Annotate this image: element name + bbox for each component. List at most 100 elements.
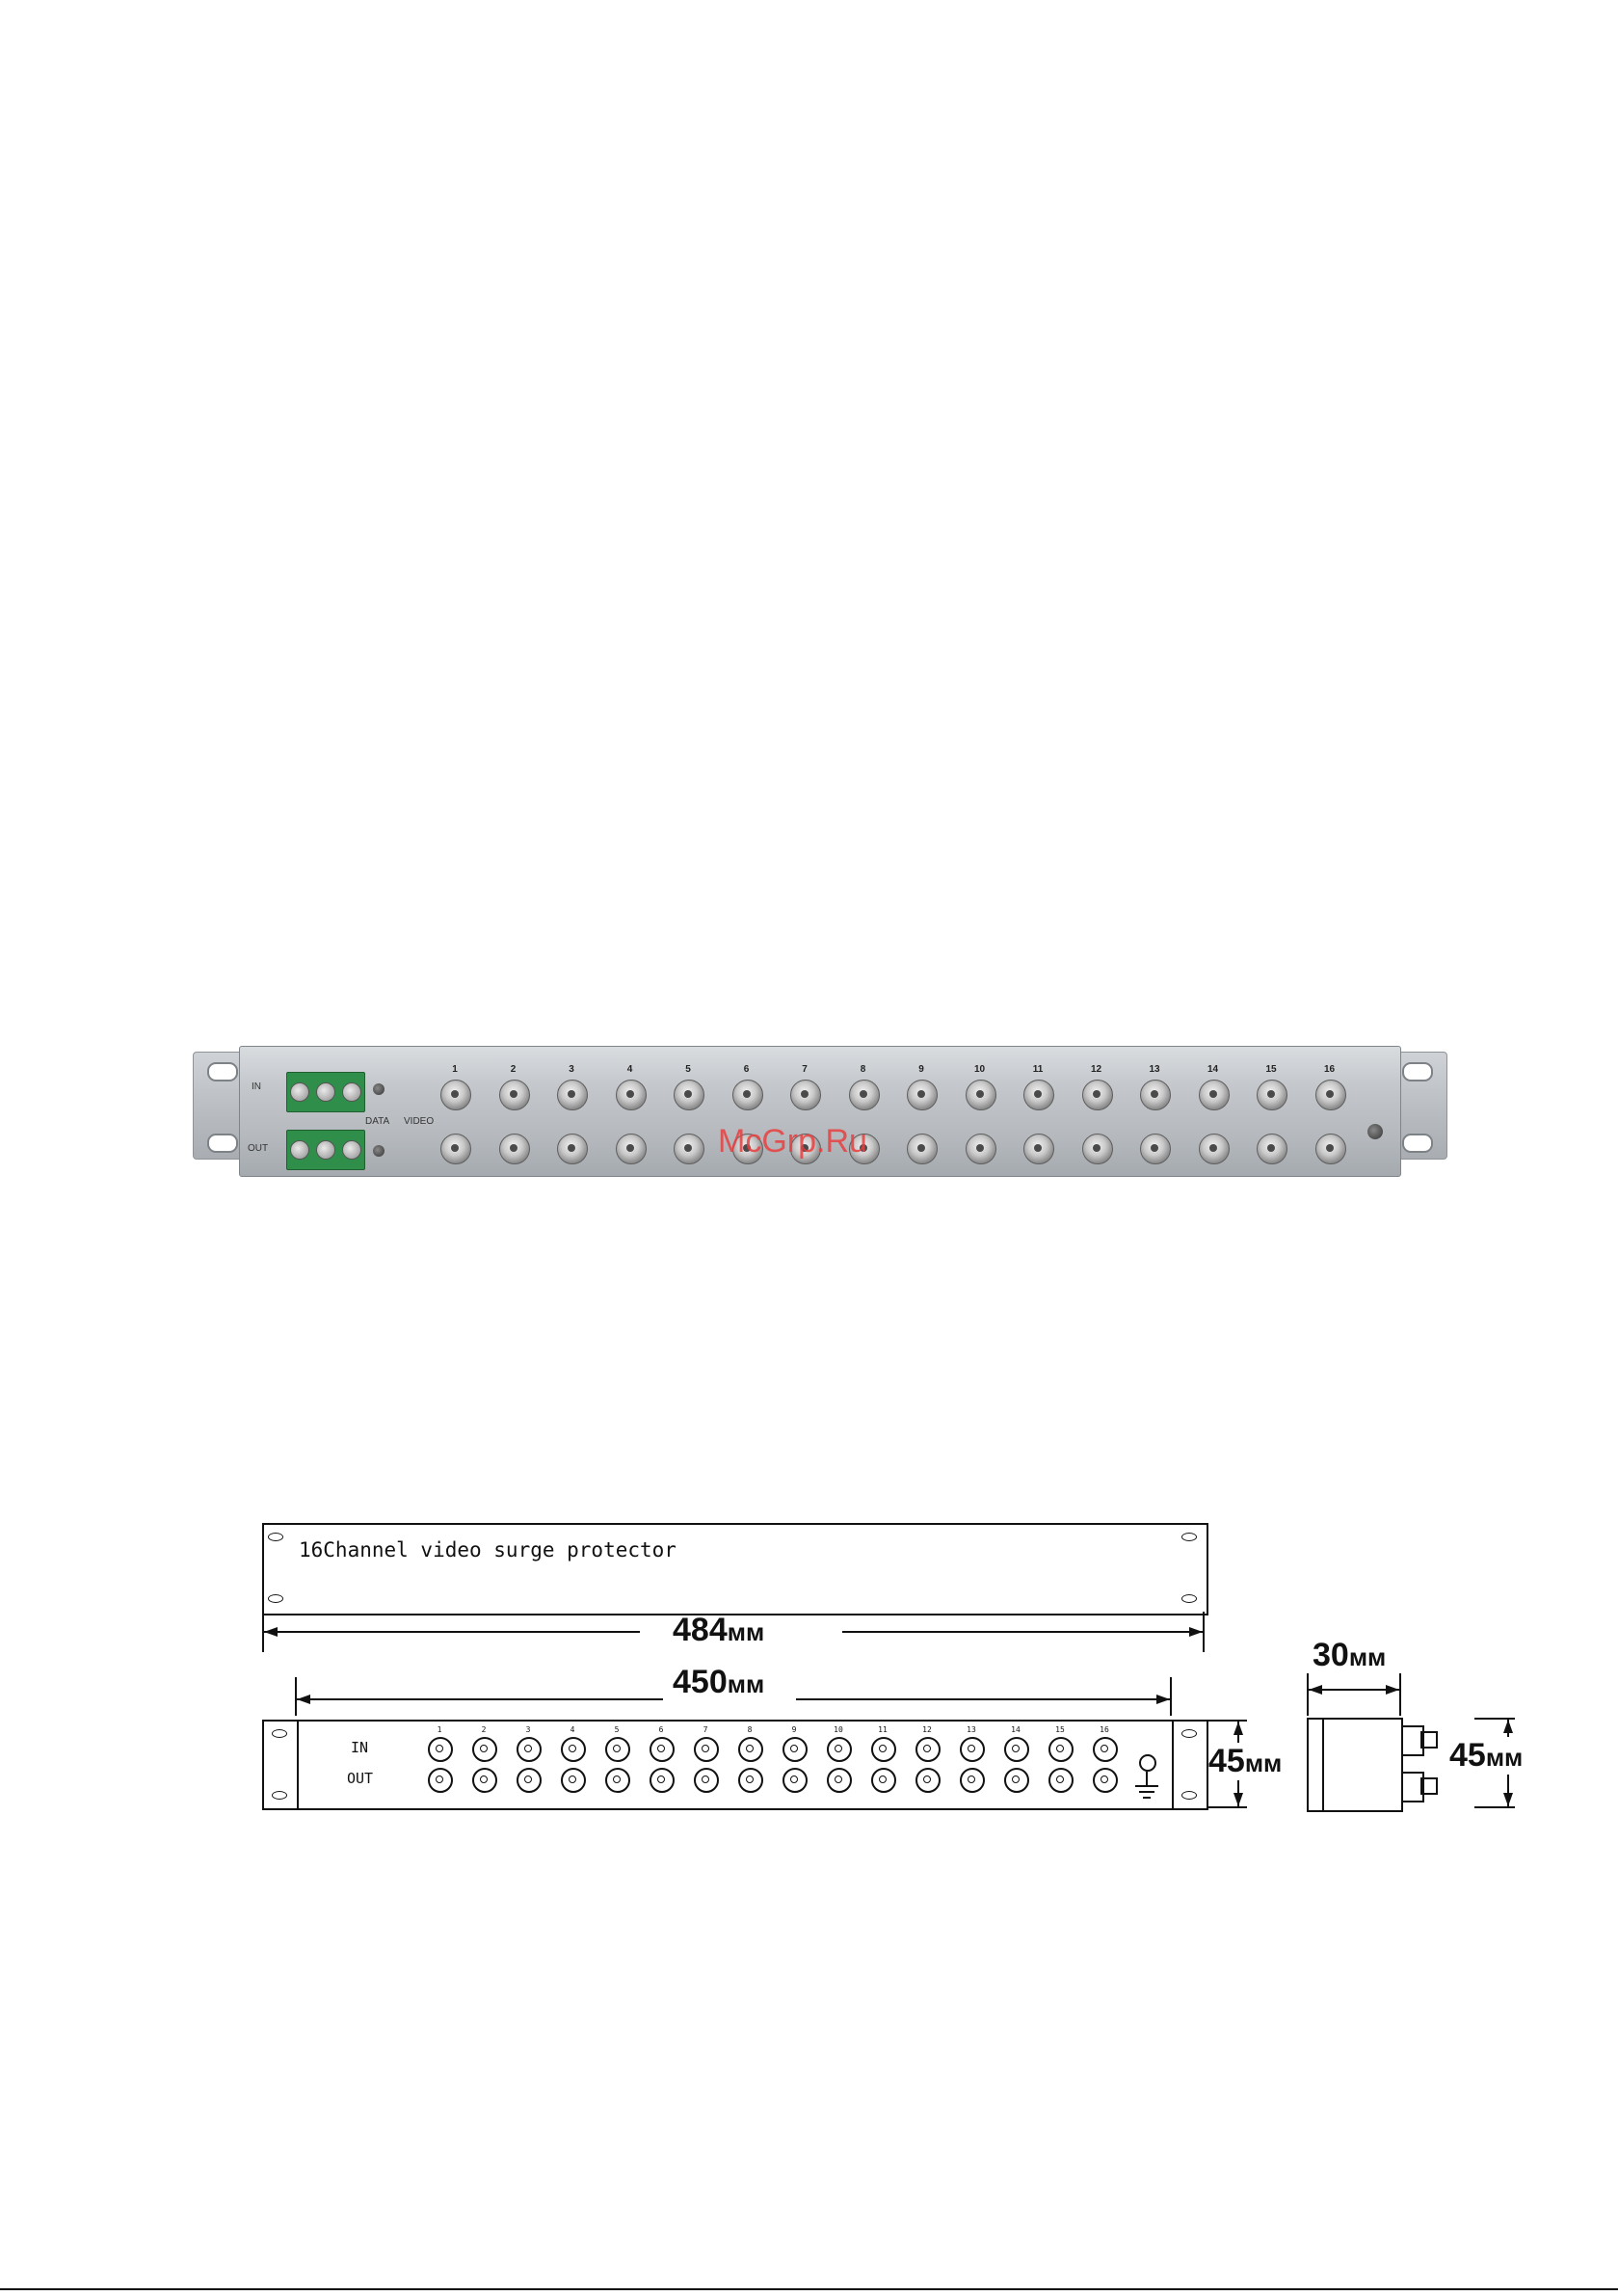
port-drawing xyxy=(782,1737,808,1762)
channel-number: 11 xyxy=(1026,1064,1049,1075)
port-drawing xyxy=(960,1737,985,1762)
channel-number: 10 xyxy=(968,1064,992,1075)
ground-terminal xyxy=(1367,1124,1383,1139)
port-drawing xyxy=(827,1737,852,1762)
bnc-connector-out xyxy=(1257,1134,1287,1164)
port-number: 7 xyxy=(696,1725,715,1734)
dimension-484: 484мм xyxy=(673,1612,764,1649)
port-drawing xyxy=(650,1768,675,1793)
port-drawing xyxy=(605,1737,630,1762)
dimension-45-front: 45мм xyxy=(1208,1743,1282,1780)
port-drawing xyxy=(472,1737,497,1762)
bnc-connector-in xyxy=(616,1080,647,1110)
channel-number: 14 xyxy=(1202,1064,1225,1075)
front-in-label: IN xyxy=(351,1739,368,1756)
port-drawing xyxy=(1093,1737,1118,1762)
port-number: 5 xyxy=(607,1725,626,1734)
channel-number: 5 xyxy=(676,1064,700,1075)
port-number: 4 xyxy=(563,1725,582,1734)
bnc-connector-out xyxy=(674,1134,704,1164)
bnc-connector-in xyxy=(1140,1080,1171,1110)
port-drawing xyxy=(517,1737,542,1762)
channel-number: 2 xyxy=(502,1064,525,1075)
port-number: 6 xyxy=(651,1725,671,1734)
bnc-connector-out xyxy=(1199,1134,1230,1164)
channel-number: 7 xyxy=(793,1064,816,1075)
bnc-connector-out xyxy=(1023,1134,1054,1164)
side-view xyxy=(1307,1718,1403,1812)
port-drawing xyxy=(605,1768,630,1793)
port-drawing xyxy=(738,1737,763,1762)
dimension-450: 450мм xyxy=(673,1664,764,1701)
bnc-connector-in xyxy=(1023,1080,1054,1110)
product-photo: IN OUT DATA VIDEO 1234567891011121314151… xyxy=(193,1046,1446,1181)
port-drawing xyxy=(472,1768,497,1793)
port-number: 12 xyxy=(917,1725,937,1734)
channel-number: 6 xyxy=(735,1064,758,1075)
bnc-connector-out xyxy=(616,1134,647,1164)
data-terminal-out xyxy=(286,1130,365,1170)
footer-rule xyxy=(0,2288,1618,2290)
port-drawing xyxy=(738,1768,763,1793)
bnc-connector-out xyxy=(1140,1134,1171,1164)
bnc-connector-out xyxy=(1082,1134,1113,1164)
port-number: 10 xyxy=(829,1725,848,1734)
port-number: 3 xyxy=(518,1725,538,1734)
bnc-connector-in xyxy=(1082,1080,1113,1110)
port-drawing xyxy=(1048,1768,1074,1793)
bnc-connector-in xyxy=(1199,1080,1230,1110)
port-number: 8 xyxy=(740,1725,759,1734)
bnc-connector-out xyxy=(499,1134,530,1164)
port-drawing xyxy=(428,1768,453,1793)
channel-number: 9 xyxy=(910,1064,933,1075)
bnc-connector-out xyxy=(966,1134,996,1164)
channel-number: 16 xyxy=(1318,1064,1341,1075)
bnc-connector-in xyxy=(1257,1080,1287,1110)
port-drawing xyxy=(871,1768,896,1793)
bnc-connector-out xyxy=(907,1134,938,1164)
side-connector xyxy=(1420,1777,1438,1795)
dimension-45-side: 45мм xyxy=(1449,1737,1523,1775)
bnc-connector-in xyxy=(790,1080,821,1110)
channel-number: 8 xyxy=(852,1064,875,1075)
bnc-connector-in xyxy=(849,1080,880,1110)
port-number: 15 xyxy=(1050,1725,1070,1734)
port-drawing xyxy=(915,1737,941,1762)
drawing-title: 16Channel video surge protector xyxy=(299,1538,676,1562)
ground-icon xyxy=(1135,1754,1158,1801)
in-label: IN xyxy=(252,1081,261,1092)
bnc-connector-in xyxy=(907,1080,938,1110)
port-number: 9 xyxy=(784,1725,804,1734)
bnc-connector-in xyxy=(966,1080,996,1110)
port-drawing xyxy=(915,1768,941,1793)
video-label: VIDEO xyxy=(404,1116,434,1127)
port-drawing xyxy=(1004,1768,1029,1793)
port-drawing xyxy=(694,1737,719,1762)
port-drawing xyxy=(650,1737,675,1762)
out-label: OUT xyxy=(248,1143,268,1154)
bnc-connector-in xyxy=(499,1080,530,1110)
port-drawing xyxy=(517,1768,542,1793)
channel-number: 1 xyxy=(443,1064,466,1075)
bnc-connector-in xyxy=(1315,1080,1346,1110)
watermark: McGrp.Ru xyxy=(718,1123,867,1161)
data-terminal-in xyxy=(286,1072,365,1112)
side-connector xyxy=(1420,1731,1438,1749)
port-number: 1 xyxy=(430,1725,449,1734)
channel-number: 15 xyxy=(1260,1064,1283,1075)
port-drawing xyxy=(561,1737,586,1762)
channel-number: 4 xyxy=(619,1064,642,1075)
front-out-label: OUT xyxy=(347,1770,373,1787)
channel-number: 13 xyxy=(1143,1064,1166,1075)
bnc-connector-in xyxy=(440,1080,471,1110)
port-drawing xyxy=(1004,1737,1029,1762)
port-drawing xyxy=(1048,1737,1074,1762)
bnc-connector-in xyxy=(557,1080,588,1110)
panel-screw xyxy=(373,1083,385,1095)
port-drawing xyxy=(871,1737,896,1762)
port-drawing xyxy=(428,1737,453,1762)
bnc-connector-in xyxy=(732,1080,763,1110)
port-drawing xyxy=(960,1768,985,1793)
